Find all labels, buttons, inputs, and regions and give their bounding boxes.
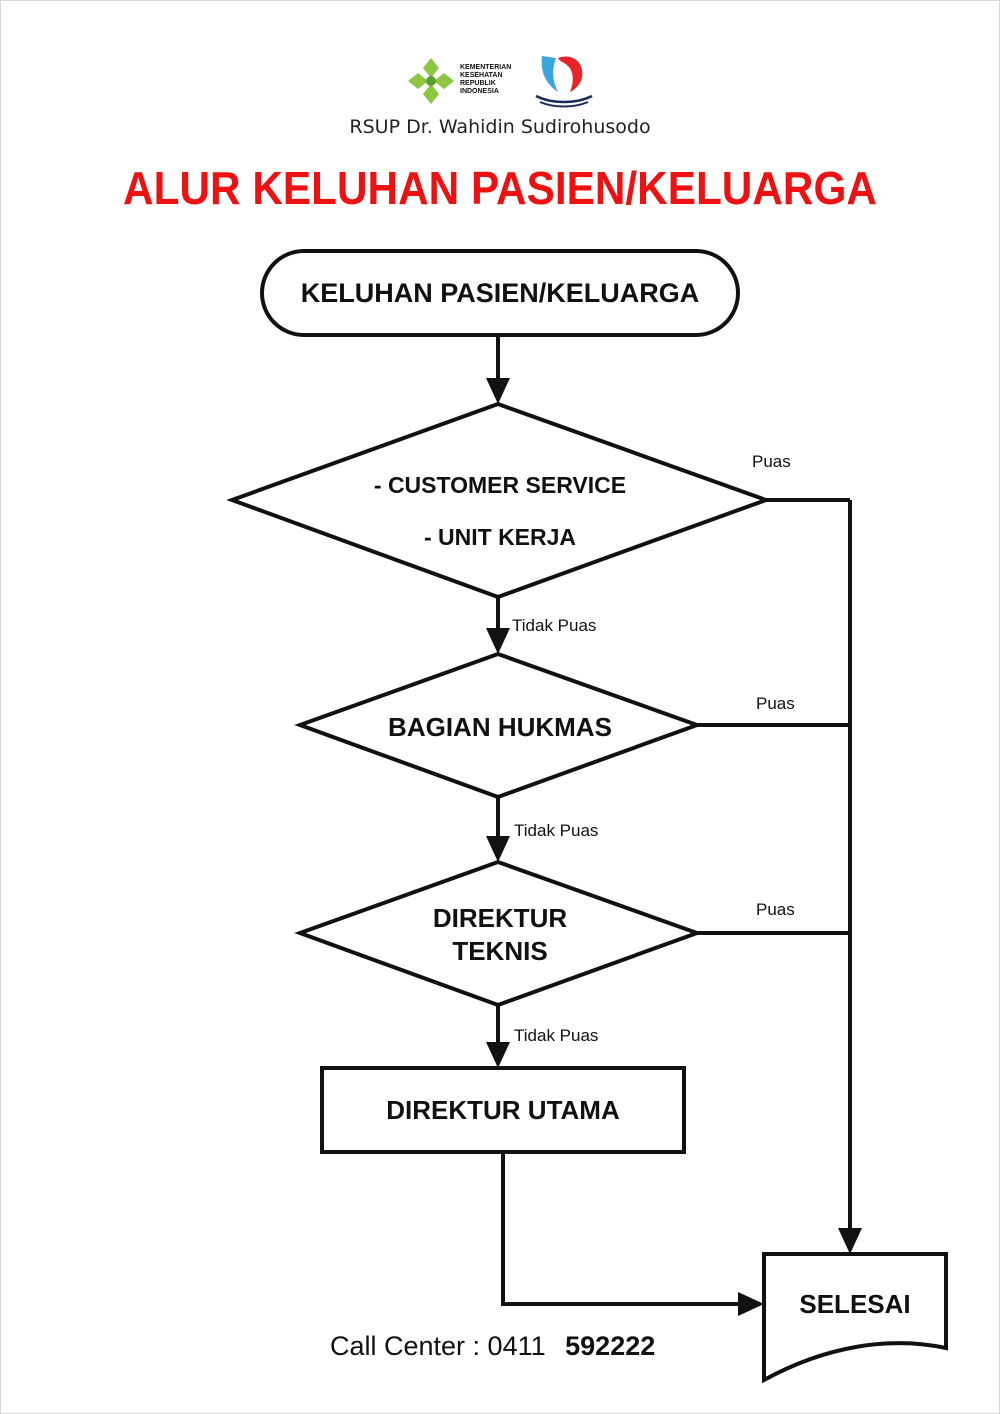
start-label: KELUHAN PASIEN/KELUARGA [300,277,700,308]
end-document-shape [762,1252,948,1384]
hospital-name: RSUP Dr. Wahidin Sudirohusodo [349,116,651,138]
logo-text-line: KESEHATAN [460,72,503,79]
decision3-line2: TEKNIS [452,935,548,966]
arrowhead [838,1228,862,1254]
logo-text-line: REPUBLIK [460,80,496,87]
arrowhead [486,378,510,404]
tidak-puas-label: Tidak Puas [514,1026,599,1045]
puas-label: Puas [756,900,795,919]
process-shape [320,1066,686,1154]
tidak-puas-label: Tidak Puas [514,821,599,840]
decision1-line1: - CUSTOMER SERVICE [373,471,627,498]
decision1-shape [226,401,772,600]
arrowhead [486,628,510,654]
arrowhead [738,1292,764,1316]
end-label: SELESAI [799,1288,911,1319]
tidak-puas-label: Tidak Puas [512,616,597,635]
decision3-line1: DIREKTUR [432,902,568,933]
ministry-logo: KEMENTERIAN KESEHATAN REPUBLIK INDONESIA [404,54,524,110]
hospital-emblem-icon [535,56,593,108]
ministry-emblem-icon [408,58,454,104]
puas-label: Puas [752,452,791,471]
call-center-number: 592222 [565,1331,656,1361]
page-title: ALUR KELUHAN PASIEN/KELUARGA [123,162,877,214]
logo-text-line: INDONESIA [460,88,499,95]
connector-process-end [501,1152,750,1306]
decision2-label: BAGIAN HUKMAS [388,711,612,742]
arrowhead [486,1042,510,1068]
call-center: Call Center : 0411 592222 [330,1331,655,1367]
logo-text-line: KEMENTERIAN [460,64,512,71]
puas-label: Puas [756,694,795,713]
process-label: DIREKTUR UTAMA [386,1094,620,1125]
decision1-line2: - UNIT KERJA [423,523,577,550]
call-center-label: Call Center : 0411 [330,1331,546,1361]
arrowhead [486,836,510,862]
hospital-logo [532,52,596,110]
